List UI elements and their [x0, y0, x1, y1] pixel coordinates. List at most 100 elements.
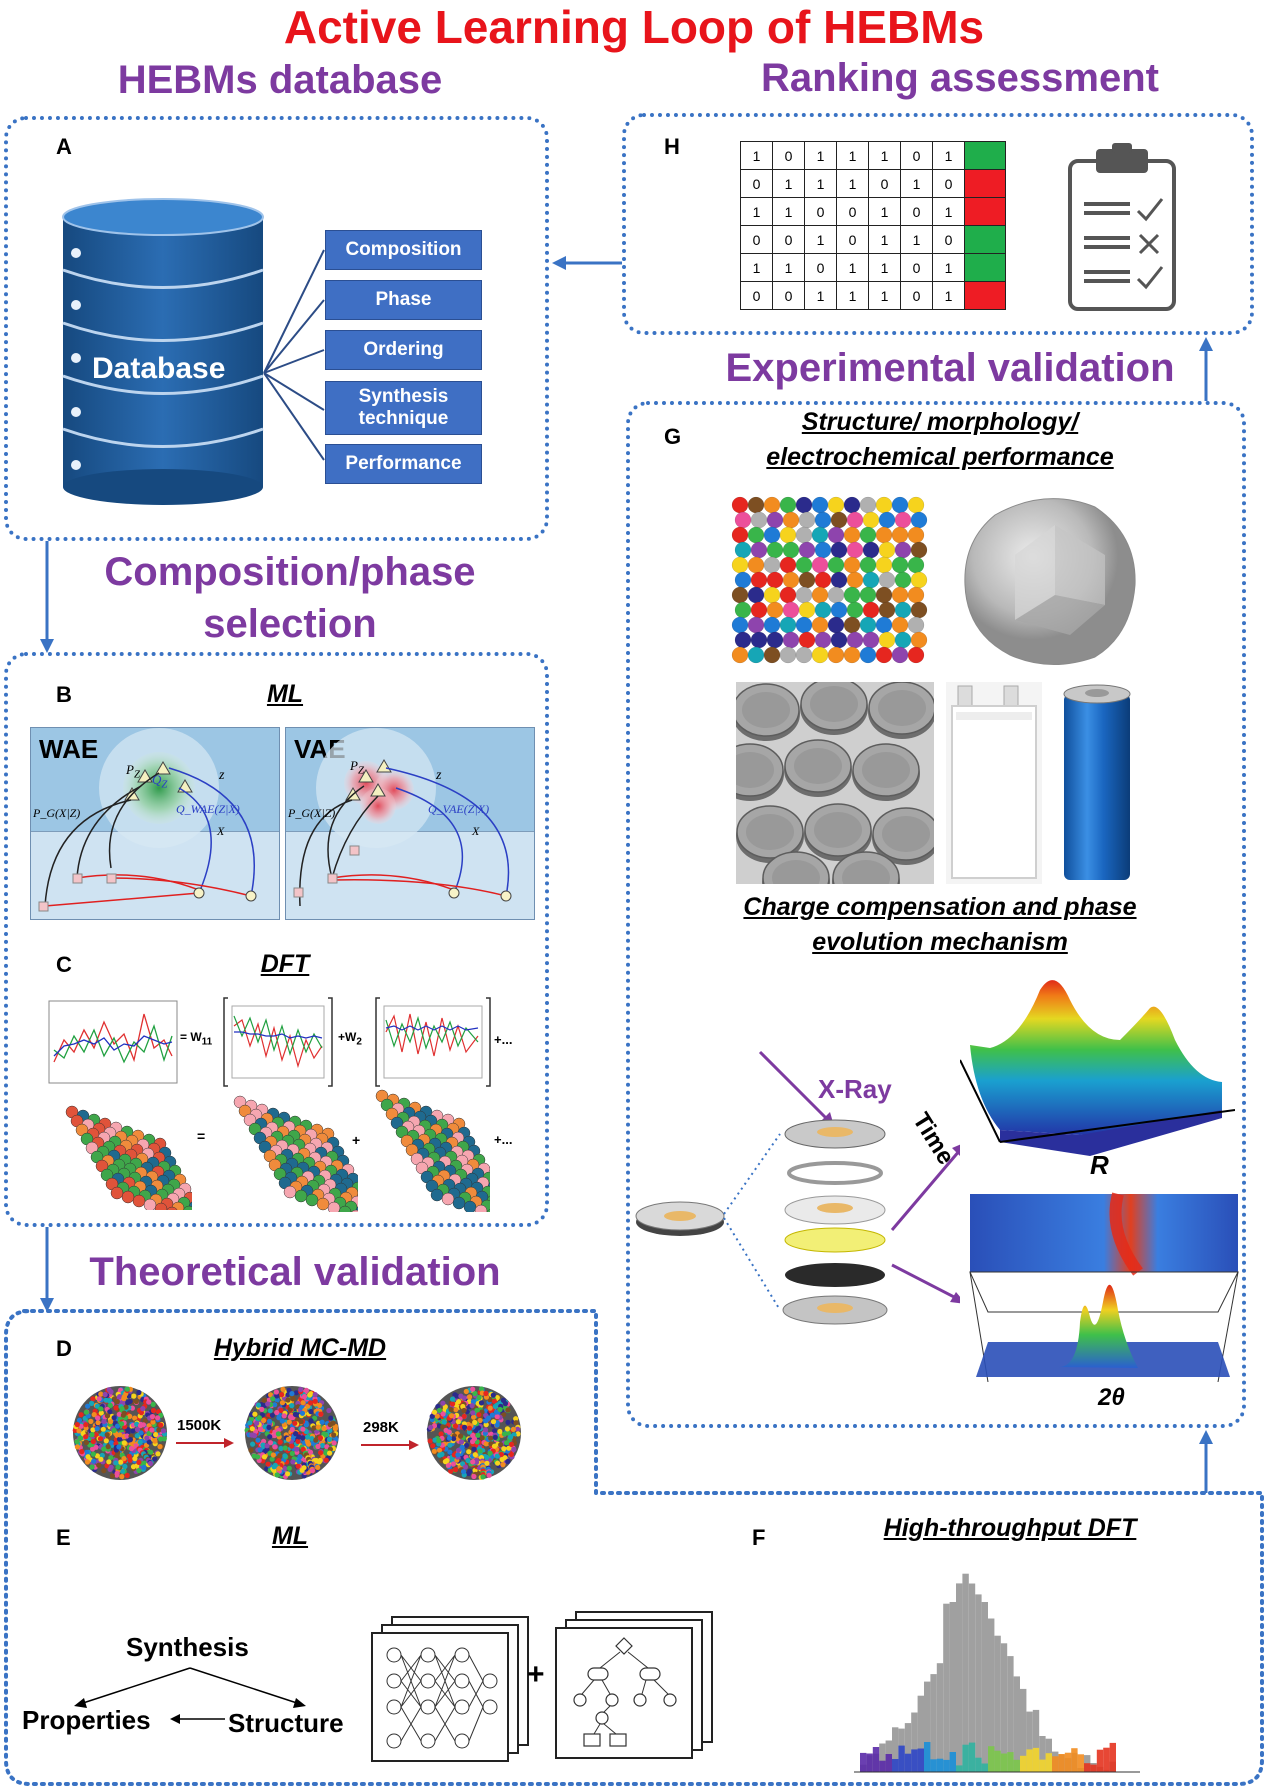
in-situ-xrd-box-plot — [969, 1192, 1239, 1382]
section-database: HEBMs database — [117, 58, 443, 102]
bit-cell: 1 — [804, 169, 837, 198]
bit-cell: 1 — [932, 197, 965, 226]
panel-a-letter: A — [56, 134, 72, 159]
bit-cell: 0 — [836, 225, 869, 254]
bit-cell: 1 — [868, 197, 901, 226]
db-item-phase: Phase — [325, 280, 482, 320]
dft-eq-w11: = W11 — [180, 1030, 213, 1048]
section-composition-line1: Composition/phase — [104, 550, 476, 594]
coin-cell-exploded-diagram — [635, 1050, 960, 1325]
database-cylinder-icon — [62, 198, 264, 505]
bit-cell: 1 — [932, 281, 965, 310]
bit-cell: 0 — [772, 281, 805, 310]
temp-1500k: 1500K — [177, 1417, 222, 1434]
bit-cell: 1 — [804, 281, 837, 310]
xray-label: X-Ray — [818, 1074, 892, 1104]
cylindrical-cell-photo — [1063, 684, 1131, 880]
bit-cell: 0 — [804, 253, 837, 282]
nanoparticle-initial — [72, 1386, 168, 1480]
nanoparticle-annealed — [244, 1386, 339, 1480]
histogram-plot — [854, 1573, 1140, 1773]
pouch-cell-photo — [946, 682, 1042, 884]
panel-h-letter: H — [664, 134, 680, 159]
crystal-structure-c1 — [65, 1105, 192, 1210]
crystal-structure-c3 — [375, 1089, 490, 1212]
bit-cell: 0 — [900, 281, 933, 310]
bit-cell: 1 — [836, 169, 869, 198]
bit-cell: 0 — [868, 169, 901, 198]
wae-diagram: WAE PZ QZ z P_G(X|Z) Q_WAE(Z|X) X — [30, 727, 280, 920]
db-item-ordering: Ordering — [325, 330, 482, 370]
decision-tree-icon — [555, 1611, 713, 1759]
panel-bc-border — [4, 652, 549, 1227]
bit-cell: 1 — [932, 141, 965, 170]
rank-flag — [964, 281, 1006, 310]
panel-g-heading1-line2: electrochemical performance — [766, 443, 1114, 471]
bit-cell: 1 — [836, 141, 869, 170]
structure-label: Structure — [228, 1708, 344, 1738]
crystal-structure-c2 — [233, 1095, 358, 1212]
neural-network-icon — [371, 1616, 529, 1762]
bit-cell: 1 — [740, 253, 773, 282]
dft-basis-plot-2 — [375, 997, 491, 1087]
bit-cell: 1 — [900, 225, 933, 254]
bit-cell: 1 — [772, 197, 805, 226]
bit-cell: 1 — [740, 197, 773, 226]
vae-diagram: VAE PZ z P_G(X|Z) Q_VAE(Z|X) X — [285, 727, 535, 920]
database-label: Database — [92, 352, 226, 385]
db-item-performance: Performance — [325, 444, 482, 484]
section-ranking: Ranking assessment — [761, 56, 1159, 100]
panel-a-border — [4, 116, 549, 541]
coin-cells-photo — [736, 682, 934, 884]
section-theoretical: Theoretical validation — [89, 1250, 501, 1294]
rank-flag — [964, 253, 1006, 282]
panel-e-heading: ML — [271, 1522, 309, 1550]
lattice-spheres-image — [731, 496, 928, 664]
synthesis-relation-arrows — [74, 1667, 306, 1724]
nanoparticle-final — [426, 1386, 521, 1480]
3d-surface-plot — [960, 980, 1235, 1156]
bit-cell: 0 — [932, 169, 965, 198]
bit-cell: 1 — [804, 225, 837, 254]
bit-cell: 0 — [772, 141, 805, 170]
panel-d-heading: Hybrid MC-MD — [213, 1334, 387, 1362]
bit-cell: 0 — [772, 225, 805, 254]
bit-cell: 0 — [900, 253, 933, 282]
bit-cell: 1 — [868, 141, 901, 170]
section-composition-line2: selection — [203, 602, 377, 646]
dft-eq-plus: + — [352, 1132, 361, 1148]
panel-f-heading: High-throughput DFT — [883, 1514, 1137, 1542]
panel-c-letter: C — [56, 952, 72, 977]
bit-cell: 0 — [932, 225, 965, 254]
clipboard-icon — [1068, 143, 1176, 311]
database-fan-arrows — [263, 249, 325, 461]
section-experimental: Experimental validation — [725, 346, 1175, 390]
dft-eq-equals: = — [197, 1128, 206, 1144]
bit-cell: 0 — [740, 169, 773, 198]
bit-cell: 0 — [836, 197, 869, 226]
bit-cell: 1 — [868, 253, 901, 282]
arrow-298k — [361, 1440, 419, 1450]
rank-flag — [964, 225, 1006, 254]
bit-cell: 1 — [772, 169, 805, 198]
bit-cell: 1 — [836, 281, 869, 310]
rank-flag — [964, 197, 1006, 226]
bit-cell: 1 — [868, 281, 901, 310]
properties-label: Properties — [22, 1705, 151, 1735]
panel-f-letter: F — [752, 1525, 766, 1550]
dft-eq-w2: +W2 — [338, 1030, 362, 1048]
bit-cell: 0 — [804, 197, 837, 226]
axis-2theta-label: 2θ — [1098, 1384, 1125, 1411]
figure-title: Active Learning Loop of HEBMs — [283, 1, 985, 53]
dft-spectrum-plot — [48, 1000, 178, 1084]
ml-plus-sign: + — [527, 1658, 545, 1691]
synthesis-label: Synthesis — [126, 1632, 249, 1662]
dft-eq-plus-dots-2: +... — [494, 1132, 513, 1147]
bit-cell: 1 — [804, 141, 837, 170]
panel-g-heading2-line2: evolution mechanism — [812, 928, 1068, 956]
